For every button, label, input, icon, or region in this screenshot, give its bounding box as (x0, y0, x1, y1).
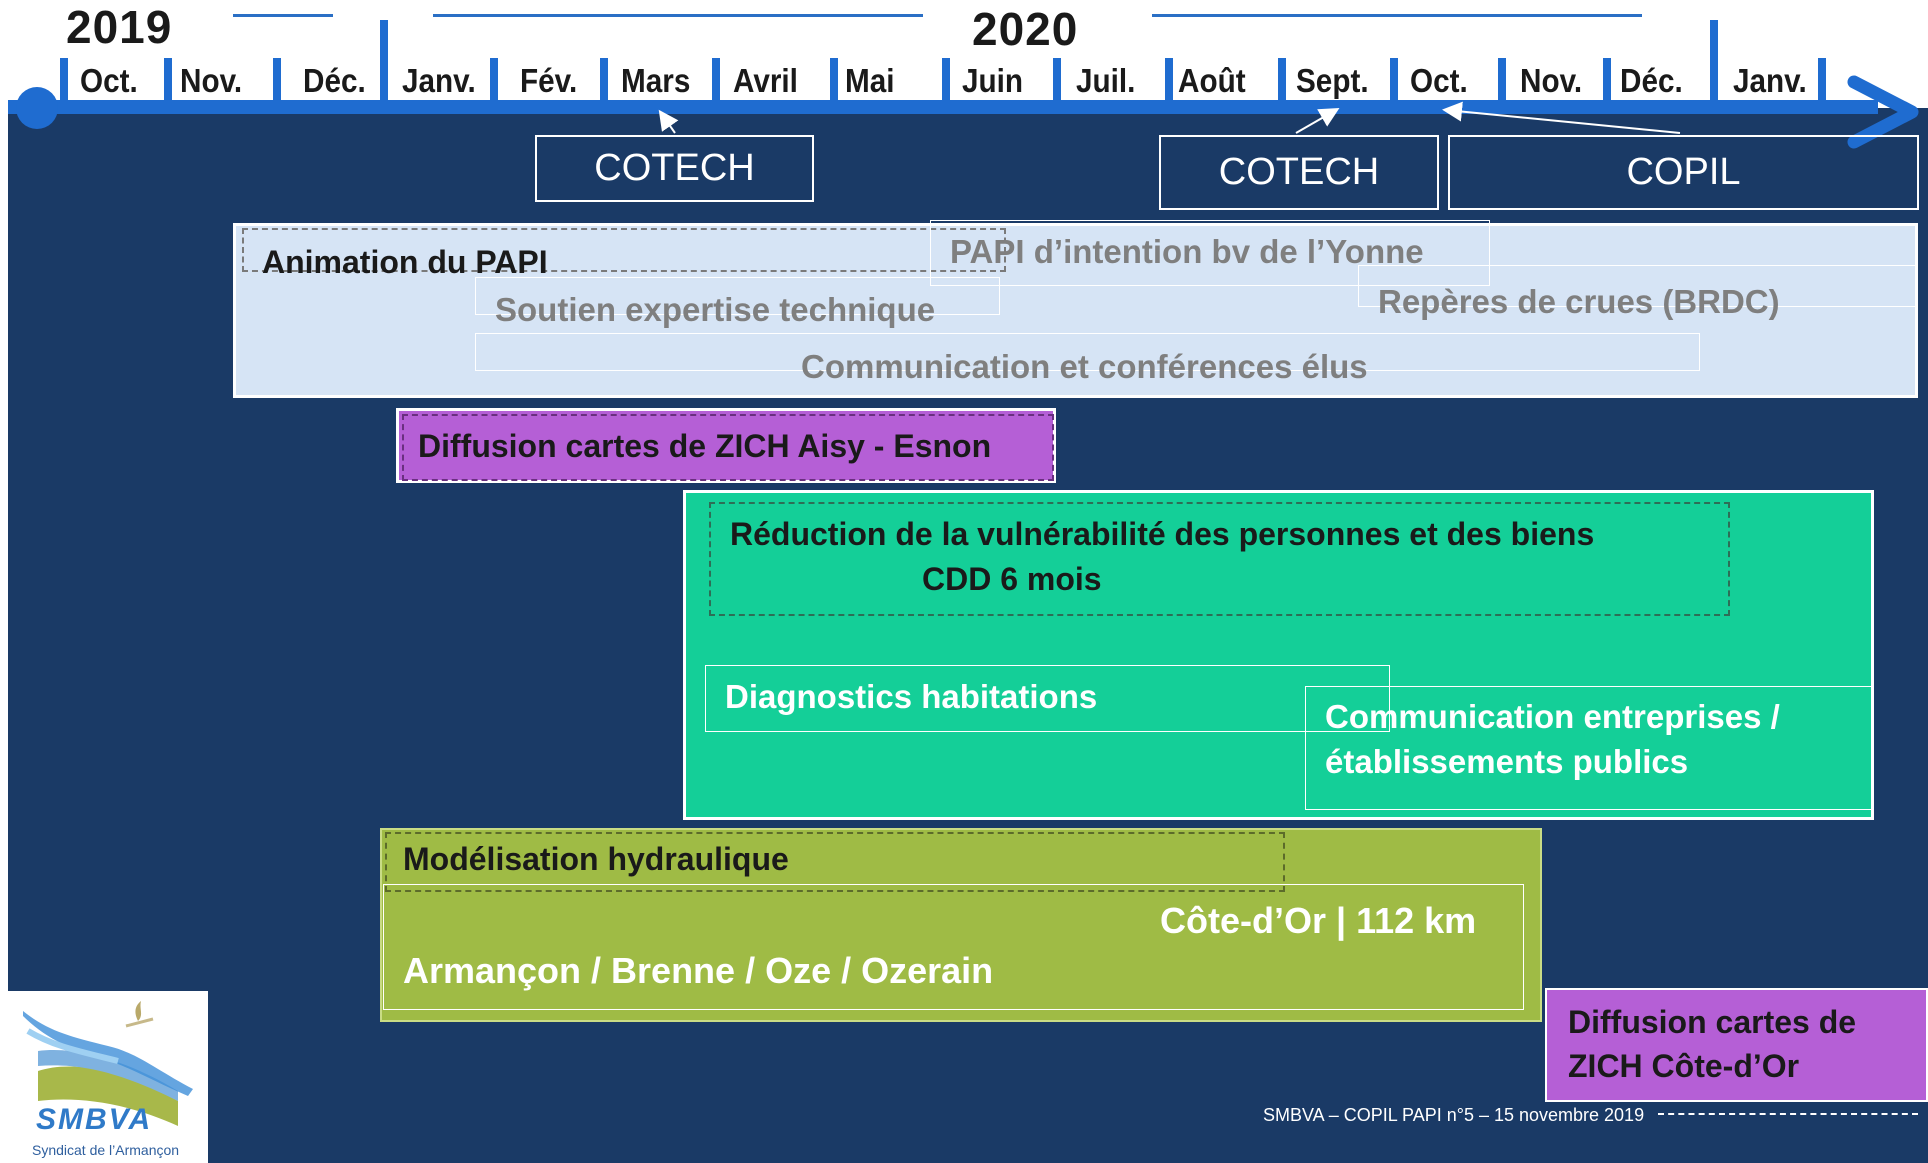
year-2020-label: 2020 (972, 3, 1079, 55)
modelisation-dashed-frame (385, 832, 1285, 892)
year-separator (1710, 20, 1718, 108)
footer-dashed-line (1658, 1113, 1918, 1115)
year-separator (380, 20, 388, 108)
year-divider-line (1152, 14, 1642, 17)
month-feb-2020: Fév. (520, 62, 578, 99)
arrow-cotech-september (1295, 108, 1340, 134)
animation-papi-box (233, 223, 1918, 398)
month-nov-2020: Nov. (1520, 62, 1583, 99)
modelisation-box (380, 828, 1542, 1022)
month-apr-2020: Avril (733, 62, 798, 99)
month-separator (1498, 58, 1506, 108)
arrow-copil (1442, 101, 1681, 134)
cotech-september-box: COTECH (1159, 135, 1439, 210)
month-aug-2020: Août (1178, 62, 1246, 99)
copil-label: COPIL (1626, 151, 1741, 193)
month-dec-2019: Déc. (303, 62, 366, 99)
modelisation-inner-frame (383, 884, 1524, 1010)
diagnostics-label: Diagnostics habitations (725, 678, 1098, 715)
month-separator (273, 58, 281, 108)
month-separator (1818, 58, 1826, 108)
month-oct-2019: Oct. (80, 62, 138, 99)
modelisation-title: Modélisation hydraulique (403, 841, 789, 877)
meeting-arrows (658, 101, 1681, 134)
diffusion-aisy-dashed-frame (402, 414, 1054, 481)
month-separator (1390, 58, 1398, 108)
month-separator (490, 58, 498, 108)
papi-intention-frame (930, 220, 1490, 286)
communication-elus-frame (475, 333, 1700, 371)
month-jun-2020: Juin (962, 62, 1024, 99)
month-jul-2020: Juil. (1076, 62, 1136, 99)
diffusion-aisy-label: Diffusion cartes de ZICH Aisy - Esnon (418, 428, 992, 464)
communication-elus-label: Communication et conférences élus (801, 348, 1368, 385)
communication-entreprises-line1: Communication entreprises / (1325, 698, 1780, 735)
smbva-logo-graphic (23, 1001, 193, 1126)
month-separator (600, 58, 608, 108)
month-separator (164, 58, 172, 108)
timeline-arrow-icon (1847, 75, 1919, 149)
month-jan-2020: Janv. (402, 62, 476, 99)
diffusion-cote-dor-line1: Diffusion cartes de (1568, 1004, 1857, 1040)
communication-entreprises-frame (1305, 686, 1872, 810)
month-separator (942, 58, 950, 108)
soutien-label: Soutien expertise technique (495, 291, 936, 328)
month-oct-2020: Oct. (1410, 62, 1468, 99)
logo-subtitle: Syndicat de l’Armançon (32, 1142, 180, 1158)
copil-box: COPIL (1448, 135, 1919, 210)
cdd-label: CDD 6 mois (922, 561, 1102, 597)
cotech-march-label: COTECH (594, 147, 755, 189)
reperes-label: Repères de crues (BRDC) (1378, 283, 1780, 320)
diffusion-cote-dor-line2: ZICH Côte-d’Or (1568, 1048, 1800, 1084)
month-mar-2020: Mars (621, 62, 691, 99)
month-dec-2020: Déc. (1620, 62, 1683, 99)
vulnerabilite-dashed-frame (709, 502, 1730, 616)
year-divider-line (233, 14, 333, 17)
vulnerabilite-title: Réduction de la vulnérabilité des person… (730, 516, 1595, 552)
month-separator (1053, 58, 1061, 108)
smbva-logo: SMBVA Syndicat de l’Armançon (8, 991, 208, 1163)
animation-papi-dashed-frame (242, 228, 1006, 272)
logo-name: SMBVA (36, 1103, 153, 1136)
month-may-2020: Mai (845, 62, 895, 99)
month-separator (1278, 58, 1286, 108)
month-sep-2020: Sept. (1296, 62, 1369, 99)
month-separator (60, 58, 68, 108)
vulnerabilite-box (683, 490, 1874, 820)
month-jan-2021: Janv. (1733, 62, 1807, 99)
diffusion-aisy-box (396, 408, 1056, 483)
cotech-september-label: COTECH (1218, 151, 1380, 193)
reperes-frame (1358, 265, 1918, 307)
soutien-frame (475, 277, 1000, 315)
month-separator (1603, 58, 1611, 108)
year-2019-label: 2019 (66, 1, 173, 53)
year-divider-line (433, 14, 923, 17)
diagnostics-frame (705, 665, 1390, 732)
month-nov-2019: Nov. (180, 62, 243, 99)
month-separator (1165, 58, 1173, 108)
animation-papi-title: Animation du PAPI (262, 244, 548, 280)
arrow-cotech-march (658, 109, 679, 134)
papi-intention-label: PAPI d’intention bv de l’Yonne (950, 233, 1424, 270)
rivers-label: Armançon / Brenne / Oze / Ozerain (403, 950, 994, 991)
cote-dor-length-label: Côte-d’Or | 112 km (1160, 900, 1477, 941)
cotech-march-box: COTECH (535, 135, 814, 202)
footer-text: SMBVA – COPIL PAPI n°5 – 15 novembre 201… (1263, 1105, 1645, 1125)
timeline-start-dot (16, 87, 58, 129)
month-separator (712, 58, 720, 108)
month-separator (830, 58, 838, 108)
diffusion-cote-dor-box (1545, 988, 1928, 1102)
communication-entreprises-line2: établissements publics (1325, 743, 1689, 780)
